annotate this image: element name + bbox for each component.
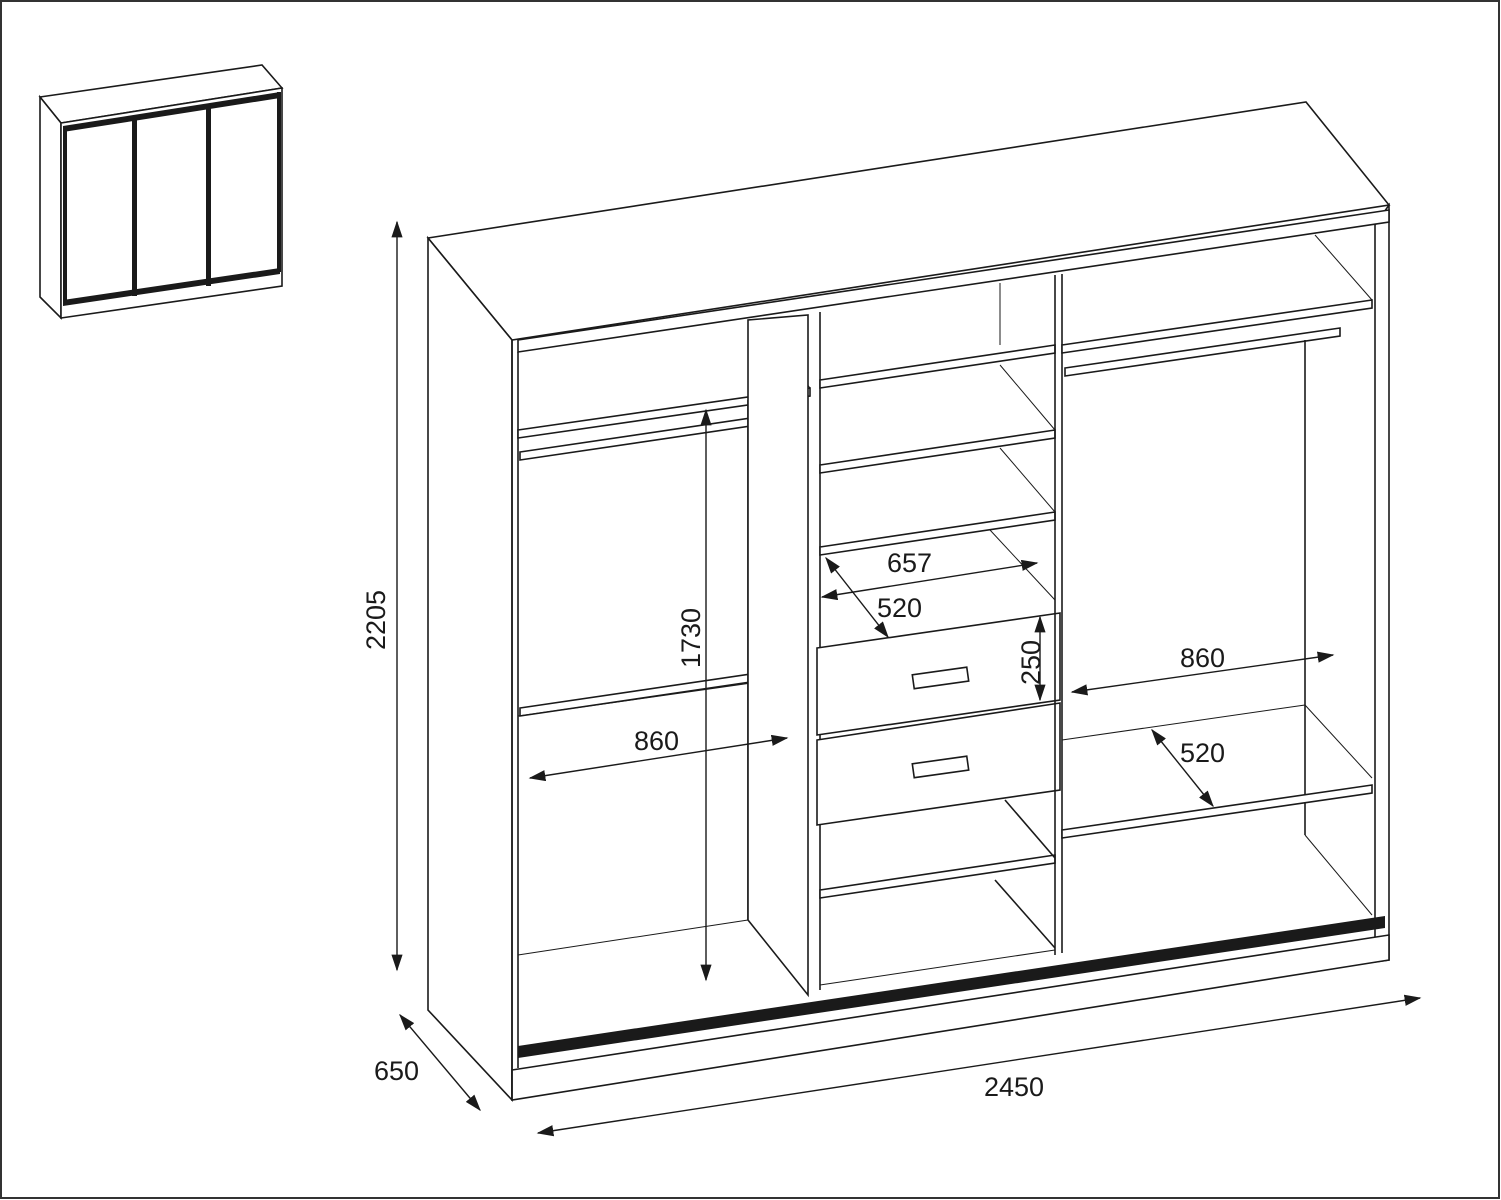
right-depth-label: 520: [1180, 738, 1225, 768]
width-dimension-line: [536, 994, 1422, 1137]
drawer-handle-icon: [911, 666, 970, 690]
right-compartment: [1061, 299, 1373, 916]
right-width-label: 860: [1180, 643, 1225, 673]
height-label: 2205: [361, 590, 391, 650]
middle-depth-label: 520: [877, 593, 922, 623]
drawer-height-label: 250: [1016, 640, 1046, 685]
right-hanging-rail: [1064, 327, 1341, 377]
right-width-dimension-line: [1070, 651, 1335, 696]
wardrobe-body: [426, 101, 1391, 1103]
upper-hanging-rail: [519, 413, 779, 461]
width-label: 2450: [984, 1072, 1044, 1102]
lower-hanging-rail: [519, 669, 779, 717]
middle-depth-dimension-line: [825, 556, 889, 639]
left-width-dimension-line: [528, 734, 789, 782]
middle-width-label: 657: [887, 548, 932, 578]
left-width-label: 860: [634, 726, 679, 756]
depth-dimension-line: [399, 1013, 481, 1112]
left-compartment: [517, 312, 821, 998]
thumbnail-wardrobe: [38, 64, 284, 320]
dimension-lines: [391, 220, 1422, 1137]
middle-compartment: [816, 274, 1063, 986]
hanging-height-label: 1730: [676, 608, 706, 668]
right-depth-dimension-line: [1151, 728, 1214, 808]
depth-label: 650: [374, 1056, 419, 1086]
drawer-handle-icon: [911, 755, 970, 779]
